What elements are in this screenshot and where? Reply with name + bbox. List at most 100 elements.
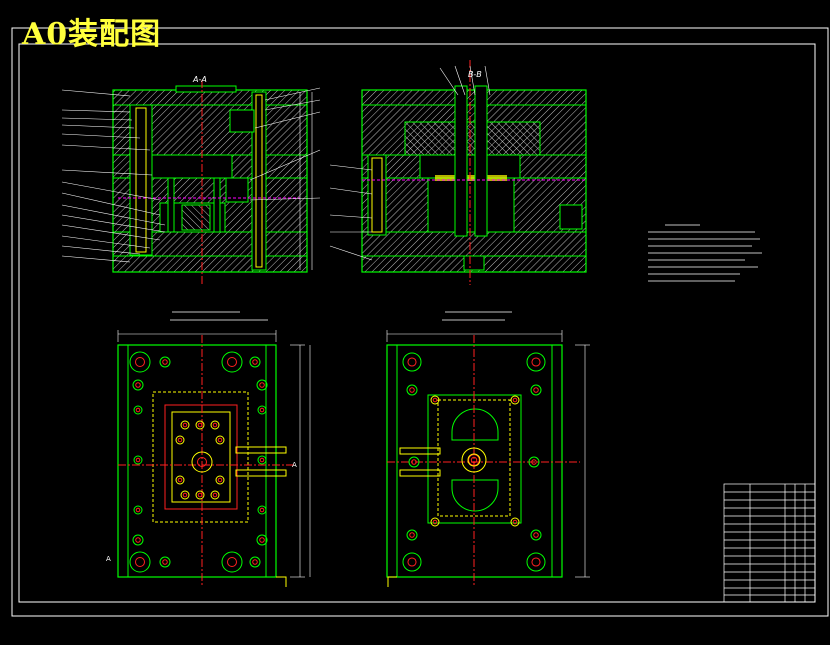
hole xyxy=(129,551,151,573)
hole xyxy=(215,435,225,445)
hole xyxy=(180,490,190,500)
plan-holes xyxy=(129,351,546,573)
hole-core xyxy=(197,492,203,498)
hole xyxy=(195,490,205,500)
hole-core xyxy=(407,357,417,367)
section-a-label: A-A xyxy=(193,75,207,84)
hole-core xyxy=(182,492,188,498)
cut-mark-right: A xyxy=(292,461,297,469)
hole-core xyxy=(533,387,539,393)
hole-core xyxy=(197,457,207,467)
hole xyxy=(461,447,487,473)
hole xyxy=(249,356,261,368)
hole xyxy=(195,420,205,430)
hole-core xyxy=(512,397,518,403)
hole-core xyxy=(533,532,539,538)
hole-core xyxy=(135,382,141,388)
plan-view-right xyxy=(386,330,590,587)
hole-core xyxy=(432,519,438,525)
hole-core xyxy=(227,557,237,567)
hole xyxy=(526,552,546,572)
plan-captions xyxy=(170,311,512,321)
title-block xyxy=(723,483,816,603)
hole-core xyxy=(135,357,145,367)
hole-core xyxy=(135,507,141,513)
hole xyxy=(256,534,268,546)
hole xyxy=(406,384,418,396)
hole-core xyxy=(177,477,183,483)
plan-view-left xyxy=(117,330,311,587)
hole xyxy=(133,405,143,415)
hole xyxy=(528,456,540,468)
hole xyxy=(129,351,151,373)
hole xyxy=(133,505,143,515)
hole-core xyxy=(217,477,223,483)
hole-core xyxy=(259,382,265,388)
hole xyxy=(175,435,185,445)
hole-core xyxy=(197,422,203,428)
hole-core xyxy=(252,359,258,365)
hole-core xyxy=(411,459,417,465)
hole-core xyxy=(259,537,265,543)
hole-core xyxy=(259,407,265,413)
hole xyxy=(402,552,422,572)
hole-core xyxy=(470,456,478,464)
hole-core xyxy=(227,357,237,367)
hole xyxy=(132,534,144,546)
hole-core xyxy=(212,492,218,498)
hole-core xyxy=(259,507,265,513)
outer-frame xyxy=(11,27,829,617)
hole xyxy=(526,352,546,372)
hole-core xyxy=(135,457,141,463)
hole-core xyxy=(135,557,145,567)
hole-core xyxy=(252,559,258,565)
hole-core xyxy=(162,359,168,365)
hole-core xyxy=(217,437,223,443)
hole-core xyxy=(177,437,183,443)
hole-core xyxy=(432,397,438,403)
hole xyxy=(467,453,481,467)
hole-core xyxy=(512,519,518,525)
hole xyxy=(191,451,213,473)
hole-core xyxy=(409,532,415,538)
section-b-label: B-B xyxy=(468,70,482,79)
hole xyxy=(159,556,171,568)
hole xyxy=(406,529,418,541)
section-b-view xyxy=(329,60,587,285)
cut-mark-left: A xyxy=(106,555,111,563)
hole xyxy=(175,475,185,485)
hole xyxy=(402,352,422,372)
hole xyxy=(210,420,220,430)
hole xyxy=(257,455,267,465)
hole xyxy=(249,556,261,568)
hole xyxy=(180,420,190,430)
hole xyxy=(221,351,243,373)
hole xyxy=(430,395,440,405)
technical-notes xyxy=(648,224,762,282)
hole xyxy=(257,505,267,515)
hole-core xyxy=(407,557,417,567)
hole xyxy=(132,379,144,391)
hole xyxy=(408,456,420,468)
sheet-title: A0装配图 xyxy=(22,17,162,52)
hole-core xyxy=(531,357,541,367)
hole xyxy=(257,405,267,415)
hole-core xyxy=(135,407,141,413)
inner-frame xyxy=(18,43,816,603)
hole-core xyxy=(531,459,537,465)
section-a-view xyxy=(61,80,321,285)
hole xyxy=(221,551,243,573)
hole xyxy=(210,490,220,500)
hole-core xyxy=(182,422,188,428)
hole xyxy=(530,384,542,396)
hole-core xyxy=(468,454,480,466)
hole-core xyxy=(135,537,141,543)
hole-core xyxy=(409,387,415,393)
hole-core xyxy=(212,422,218,428)
hole xyxy=(256,379,268,391)
hole xyxy=(215,475,225,485)
hole xyxy=(133,455,143,465)
hole-core xyxy=(531,557,541,567)
hole xyxy=(159,356,171,368)
